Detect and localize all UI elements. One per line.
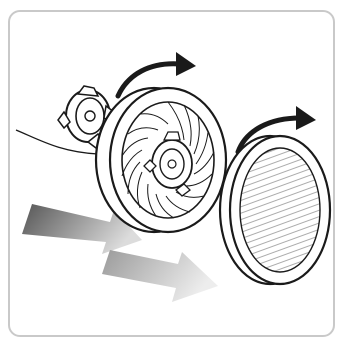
cable-line: [15, 129, 99, 155]
illustration-frame: [8, 10, 335, 337]
fan-filter-housing-icon: [94, 86, 228, 234]
airflow-arrow-icon: [22, 204, 142, 254]
airflow-arrow-icon: [102, 250, 218, 302]
filter-assembly-diagram: [15, 52, 332, 302]
clockwise-arrow-icon: [235, 106, 316, 155]
clockwise-arrow-icon: [115, 52, 196, 99]
mesh-filter-disc-icon: [218, 134, 332, 286]
